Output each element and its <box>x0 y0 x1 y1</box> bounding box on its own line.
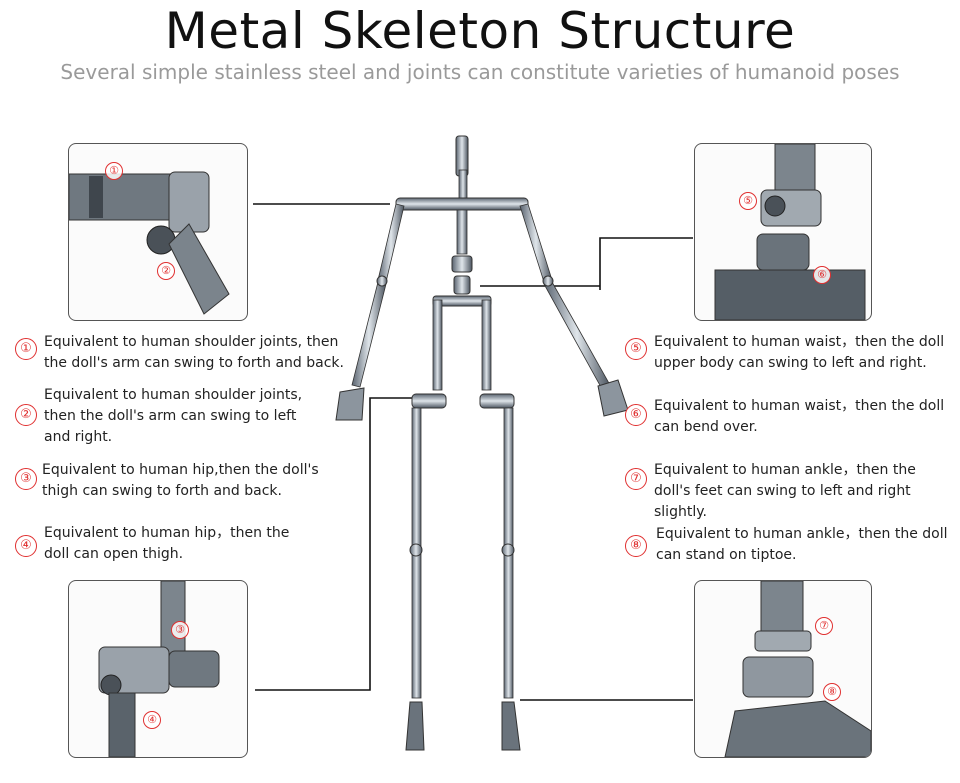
marker-3: ③ <box>171 621 189 639</box>
feature-text-4: Equivalent to human hip，then the doll ca… <box>44 525 290 562</box>
feature-number-4: ④ <box>15 535 37 557</box>
feature-number-2: ② <box>15 404 37 426</box>
feature-number-8: ⑧ <box>625 535 647 557</box>
feature-number-6: ⑥ <box>625 404 647 426</box>
ankle-joint-illustration <box>724 581 871 757</box>
feature-number-5: ⑤ <box>625 338 647 360</box>
marker-6: ⑥ <box>813 266 831 284</box>
waist-joint-illustration <box>714 144 866 320</box>
waist-joint-panel: ⑤ ⑥ <box>694 143 872 321</box>
marker-5: ⑤ <box>739 192 757 210</box>
feature-text-8: Equivalent to human ankle，then the doll … <box>656 526 948 563</box>
feature-number-1: ① <box>15 338 37 360</box>
marker-2: ② <box>157 262 175 280</box>
feature-text-6: Equivalent to human waist，then the doll … <box>654 398 945 435</box>
page-subtitle: Several simple stainless steel and joint… <box>60 60 900 84</box>
marker-7: ⑦ <box>815 617 833 635</box>
feature-number-7: ⑦ <box>625 468 647 490</box>
shoulder-joint-illustration <box>69 171 230 315</box>
page-title: Metal Skeleton Structure <box>164 2 796 60</box>
skeleton-figure <box>335 135 629 751</box>
feature-text-2: Equivalent to human shoulder joints, the… <box>44 387 303 445</box>
feature-text-5: Equivalent to human waist，then the doll … <box>654 334 945 371</box>
feature-text-7: Equivalent to human ankle，then the doll'… <box>654 462 916 520</box>
ankle-joint-panel: ⑦ ⑧ <box>694 580 872 758</box>
marker-4: ④ <box>143 711 161 729</box>
shoulder-joint-panel: ① ② <box>68 143 248 321</box>
hip-joint-panel: ③ ④ <box>68 580 248 758</box>
marker-8: ⑧ <box>823 683 841 701</box>
hip-joint-illustration <box>98 581 220 757</box>
feature-text-3: Equivalent to human hip,then the doll's … <box>42 462 319 499</box>
marker-1: ① <box>105 162 123 180</box>
feature-text-1: Equivalent to human shoulder joints, the… <box>44 334 344 371</box>
feature-number-3: ③ <box>15 468 37 490</box>
